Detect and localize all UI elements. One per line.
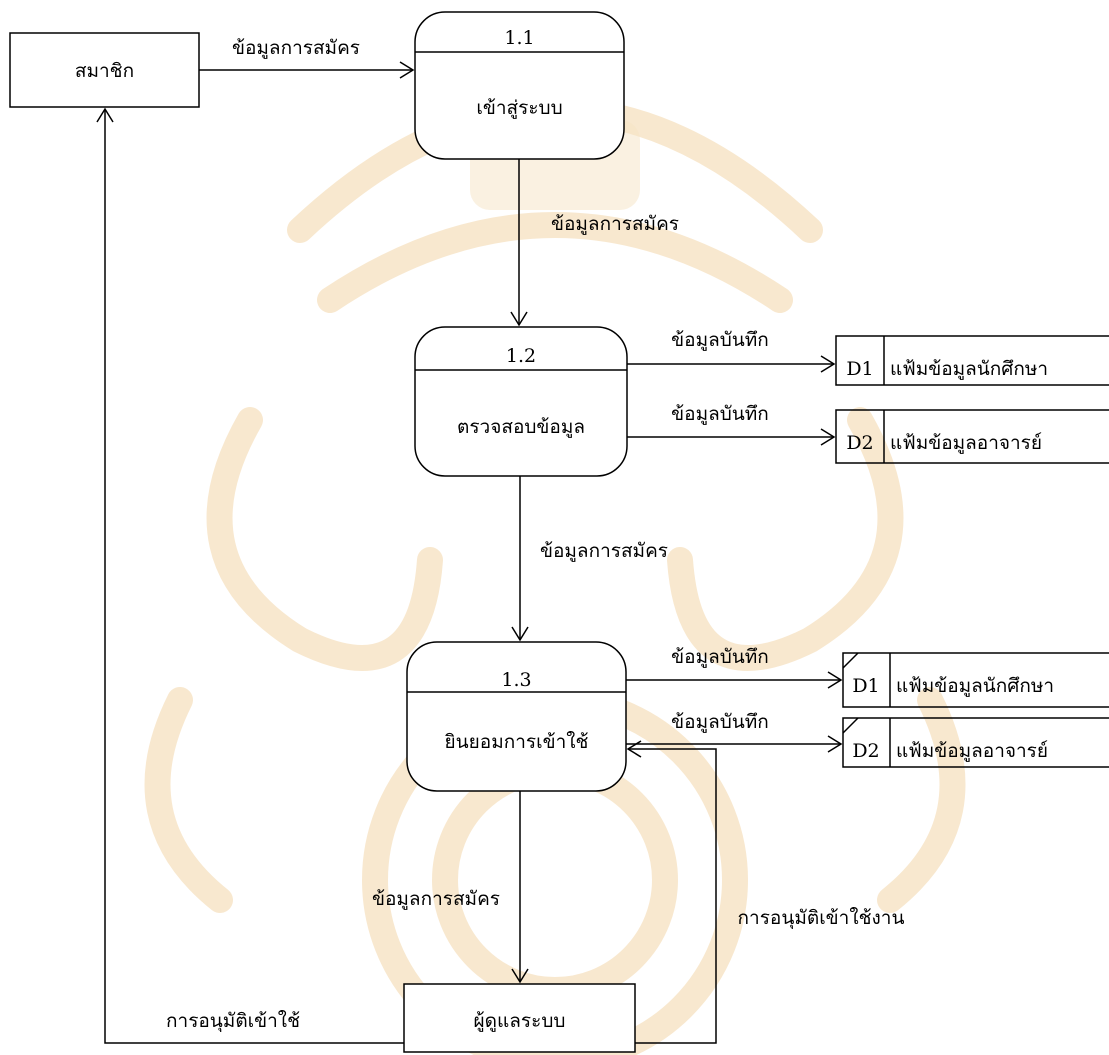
admin-entity: ผู้ดูแลระบบ — [403, 983, 636, 1053]
flow-process-1-1-to-1-2: ข้อมูลการสมัคร — [510, 159, 679, 327]
flow-process-1-3-to-d1-label: ข้อมูลบันทึก — [671, 646, 769, 668]
flow-admin-to-member: การอนุมัติเข้าใช้ — [96, 107, 404, 1044]
process-1-2: 1.2 ตรวจสอบข้อมูล — [414, 326, 628, 477]
flow-process-1-2-to-d1-label: ข้อมูลบันทึก — [671, 329, 769, 351]
data-store-d1-b: D1 แฟ้มข้อมูลนักศึกษา — [842, 652, 1109, 708]
member-entity-label: สมาชิก — [75, 60, 134, 82]
data-store-d1-b-id: D1 — [852, 675, 879, 697]
process-1-3-name: ยินยอมการเข้าใช้ — [445, 731, 589, 753]
flow-process-1-3-to-d2-label: ข้อมูลบันทึก — [671, 711, 769, 733]
flow-process-1-3-to-d2: ข้อมูลบันทึก — [626, 711, 843, 753]
flow-process-1-2-to-d1: ข้อมูลบันทึก — [627, 329, 836, 373]
flow-process-1-1-to-1-2-label: ข้อมูลการสมัคร — [551, 213, 679, 235]
flow-admin-to-member-label: การอนุมัติเข้าใช้ — [166, 1010, 300, 1033]
flow-member-to-process-1-1: ข้อมูลการสมัคร — [199, 37, 415, 79]
process-1-2-number: 1.2 — [506, 345, 536, 367]
flow-process-1-3-to-d1: ข้อมูลบันทึก — [626, 646, 843, 689]
flow-process-1-2-to-1-3: ข้อมูลการสมัคร — [511, 476, 668, 642]
data-store-d1-a-id: D1 — [846, 358, 873, 380]
data-store-d1-b-name: แฟ้มข้อมูลนักศึกษา — [896, 675, 1054, 697]
data-store-d2-b: D2 แฟ้มข้อมูลอาจารย์ — [842, 717, 1109, 768]
flow-process-1-3-to-admin-label: ข้อมูลการสมัคร — [372, 888, 500, 910]
flow-process-1-2-to-d2-label: ข้อมูลบันทึก — [671, 403, 769, 425]
flow-admin-to-process-1-3: การอนุมัติเข้าใช้งาน — [626, 740, 905, 1044]
flow-process-1-3-to-admin: ข้อมูลการสมัคร — [372, 791, 529, 984]
data-store-d1-a-name: แฟ้มข้อมูลนักศึกษา — [890, 358, 1048, 380]
watermark-emblem — [144, 97, 966, 1055]
process-1-3-number: 1.3 — [501, 669, 531, 691]
flow-process-1-2-to-1-3-label: ข้อมูลการสมัคร — [540, 540, 668, 562]
process-1-1: 1.1 เข้าสู่ระบบ — [414, 11, 625, 160]
admin-entity-label: ผู้ดูแลระบบ — [474, 1010, 566, 1032]
flow-admin-to-process-1-3-label: การอนุมัติเข้าใช้งาน — [738, 907, 905, 930]
process-1-2-name: ตรวจสอบข้อมูล — [457, 416, 585, 438]
data-store-d2-b-id: D2 — [852, 740, 879, 762]
member-entity: สมาชิก — [9, 32, 200, 108]
data-store-d2-a-name: แฟ้มข้อมูลอาจารย์ — [890, 432, 1042, 454]
flow-process-1-2-to-d2: ข้อมูลบันทึก — [627, 403, 836, 446]
process-1-3: 1.3 ยินยอมการเข้าใช้ — [406, 641, 627, 792]
data-store-d1-a: D1 แฟ้มข้อมูลนักศึกษา — [835, 335, 1109, 386]
process-1-1-name: เข้าสู่ระบบ — [476, 97, 562, 119]
flow-member-to-process-1-1-label: ข้อมูลการสมัคร — [232, 37, 360, 59]
data-store-d2-a-id: D2 — [846, 432, 873, 454]
data-store-d2-a: D2 แฟ้มข้อมูลอาจารย์ — [835, 409, 1109, 464]
data-store-d2-b-name: แฟ้มข้อมูลอาจารย์ — [896, 740, 1048, 762]
process-1-1-number: 1.1 — [504, 27, 534, 49]
